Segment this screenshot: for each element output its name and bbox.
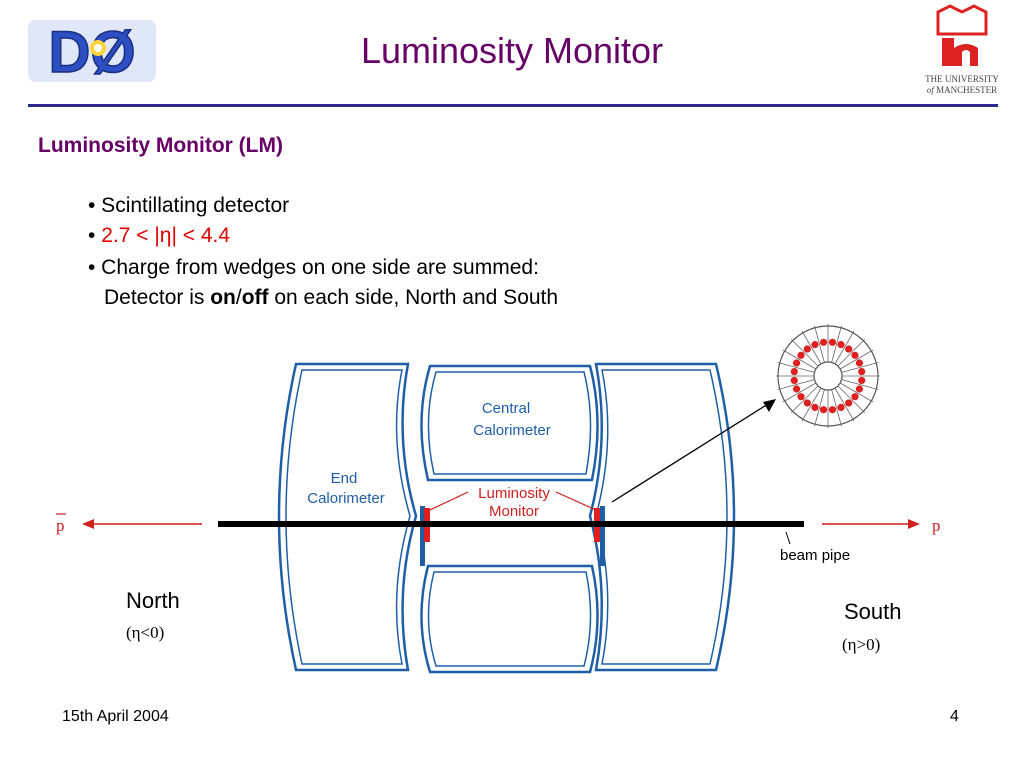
luminosity-monitor-north <box>420 506 425 566</box>
wedge-divider <box>839 382 874 403</box>
end-label-2: Calorimeter <box>307 490 385 507</box>
wedge-divider <box>841 379 879 390</box>
north-eta-label: (η<0) <box>126 623 164 642</box>
wedge-scintillator <box>845 399 853 407</box>
wedge-scintillator <box>837 340 845 349</box>
bullet-charge-summed: • Charge from wedges on one side are sum… <box>88 256 539 279</box>
central-label-2: Calorimeter <box>473 422 551 439</box>
wedge-divider <box>841 362 879 373</box>
pbar-label: p <box>56 516 65 535</box>
wedge-divider <box>814 389 825 427</box>
wedge-scintillator <box>811 340 819 349</box>
wedge-pointer-arrow-icon <box>763 399 776 412</box>
university-of: of <box>926 85 934 95</box>
end-calorimeter-left <box>277 362 418 672</box>
central-calorimeter-top <box>420 364 599 482</box>
wedge-divider <box>831 325 842 363</box>
wedge-scintillator <box>792 385 801 393</box>
wedge-divider <box>801 387 822 422</box>
wedge-scintillator <box>837 403 845 412</box>
wedge-divider <box>837 338 866 367</box>
bullet-scintillating: • Scintillating detector <box>88 194 290 217</box>
university-line-2: of MANCHESTER <box>920 85 1004 95</box>
wedge-scintillator <box>828 338 837 346</box>
wedge-divider <box>834 330 855 365</box>
wedge-scintillator <box>790 367 798 376</box>
lm-wedge-view <box>776 324 880 428</box>
north-label: North <box>126 588 180 613</box>
wedge-scintillator <box>819 406 828 414</box>
on-off-pre: Detector is <box>104 286 211 309</box>
end-label-1: End <box>331 470 358 487</box>
bullet-on-off: Detector is on/off on each side, North a… <box>104 286 558 310</box>
wedge-scintillator <box>845 345 853 353</box>
on-word: on <box>210 286 236 309</box>
university-name: MANCHESTER <box>936 85 998 95</box>
wedge-divider <box>790 338 819 367</box>
wedge-divider <box>782 349 817 370</box>
wedge-scintillator <box>851 351 859 359</box>
wedge-divider <box>782 382 817 403</box>
wedge-inner-ring <box>813 361 843 391</box>
eta-range-text: 2.7 < |η| < 4.4 <box>101 224 231 247</box>
wedge-scintillator <box>803 345 811 353</box>
luminosity-monitor-south <box>600 506 605 566</box>
off-word: off <box>241 286 269 309</box>
manchester-logo: THE UNIVERSITY of MANCHESTER <box>920 4 1004 100</box>
wedge-divider <box>839 349 874 370</box>
wedge-scintillator <box>792 359 801 367</box>
wedge-scintillator <box>803 399 811 407</box>
wedge-divider <box>790 385 819 414</box>
beam-pipe-label: beam pipe <box>780 547 850 564</box>
wedge-scintillator <box>811 403 819 412</box>
lm-label-1: Luminosity <box>478 485 550 502</box>
university-line-1: THE UNIVERSITY <box>925 74 999 84</box>
south-label: South <box>844 599 902 624</box>
bullet-eta-range: • 2.7 < |η| < 4.4 <box>88 224 230 248</box>
wedge-scintillator <box>858 376 866 385</box>
wedge-divider <box>814 325 825 363</box>
wedge-divider <box>777 379 815 390</box>
wedge-scintillator <box>828 406 837 414</box>
wedge-scintillator <box>819 338 828 346</box>
section-heading: Luminosity Monitor (LM) <box>38 134 283 157</box>
central-label-1: Central <box>482 400 530 417</box>
wedge-scintillator <box>855 359 864 367</box>
header-rule <box>28 104 998 107</box>
on-off-post: on each side, North and South <box>268 286 559 309</box>
wedge-scintillator <box>858 367 866 376</box>
footer-date: 15th April 2004 <box>62 708 169 725</box>
end-calorimeter-right <box>588 362 736 672</box>
wedge-divider <box>834 387 855 422</box>
wedge-scintillator <box>855 385 864 393</box>
p-label: p <box>932 516 941 535</box>
south-eta-label: (η>0) <box>842 635 880 654</box>
p-arrow-icon <box>908 519 920 529</box>
wedge-divider <box>801 330 822 365</box>
lm-label-2: Monitor <box>489 503 539 520</box>
footer-page-number: 4 <box>950 708 959 725</box>
wedge-divider <box>837 385 866 414</box>
wedge-divider <box>777 362 815 373</box>
slide-title: Luminosity Monitor <box>360 30 664 71</box>
pbar-arrow-icon <box>82 519 94 529</box>
wedge-divider <box>831 389 842 427</box>
manchester-crest-icon <box>936 4 988 66</box>
d0-logo: DØ <box>26 14 158 88</box>
wedge-scintillator <box>851 393 859 401</box>
central-calorimeter-bottom <box>420 564 599 674</box>
wedge-scintillator <box>797 351 805 359</box>
wedge-scintillator <box>790 376 798 385</box>
slash: / <box>235 286 242 309</box>
wedge-scintillator <box>797 393 805 401</box>
bullet-marker: • <box>88 224 102 247</box>
